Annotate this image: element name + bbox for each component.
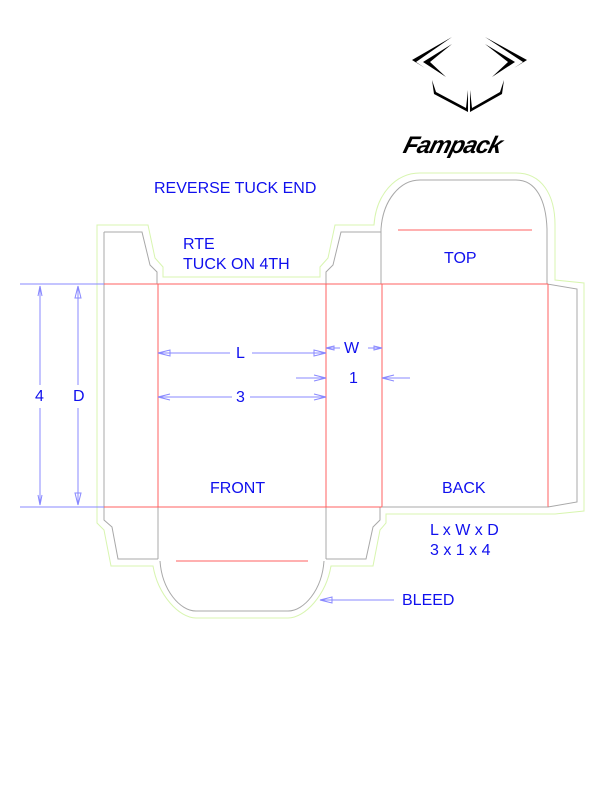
length-value: 3: [236, 389, 245, 406]
length-label: L: [236, 345, 245, 362]
fampack-logo: [412, 37, 527, 112]
brand-wordmark: Fampack: [400, 132, 505, 159]
diagram-title: REVERSE TUCK END: [154, 180, 317, 197]
formula-line1: L x W x D: [430, 522, 499, 539]
dimension-lines: [20, 283, 410, 604]
panel-label-front: FRONT: [210, 480, 266, 497]
panel-label-top: TOP: [444, 250, 477, 267]
style-note-line1: RTE: [183, 236, 215, 253]
fold-lines: [104, 229, 549, 562]
width-value: 1: [349, 370, 358, 387]
style-note-line2: TUCK ON 4TH: [183, 256, 290, 273]
panel-label-back: BACK: [442, 480, 486, 497]
formula-line2: 3 x 1 x 4: [430, 542, 491, 559]
depth-value: 4: [35, 388, 44, 405]
cut-outline: [103, 179, 578, 612]
depth-label: D: [73, 388, 85, 405]
bleed-label: BLEED: [402, 592, 455, 609]
bleed-outline: [96, 172, 585, 619]
width-label: W: [344, 340, 360, 357]
